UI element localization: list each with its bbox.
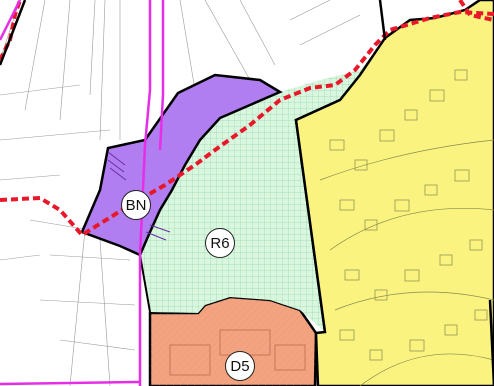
- zone-label-r6: R6: [205, 228, 235, 258]
- zone-label-d5: D5: [225, 351, 255, 381]
- road-lines: [0, 0, 165, 386]
- parcel-lines: [0, 0, 361, 386]
- zone-label-bn: BN: [121, 190, 151, 220]
- zone-residential-area[interactable]: [294, 0, 494, 386]
